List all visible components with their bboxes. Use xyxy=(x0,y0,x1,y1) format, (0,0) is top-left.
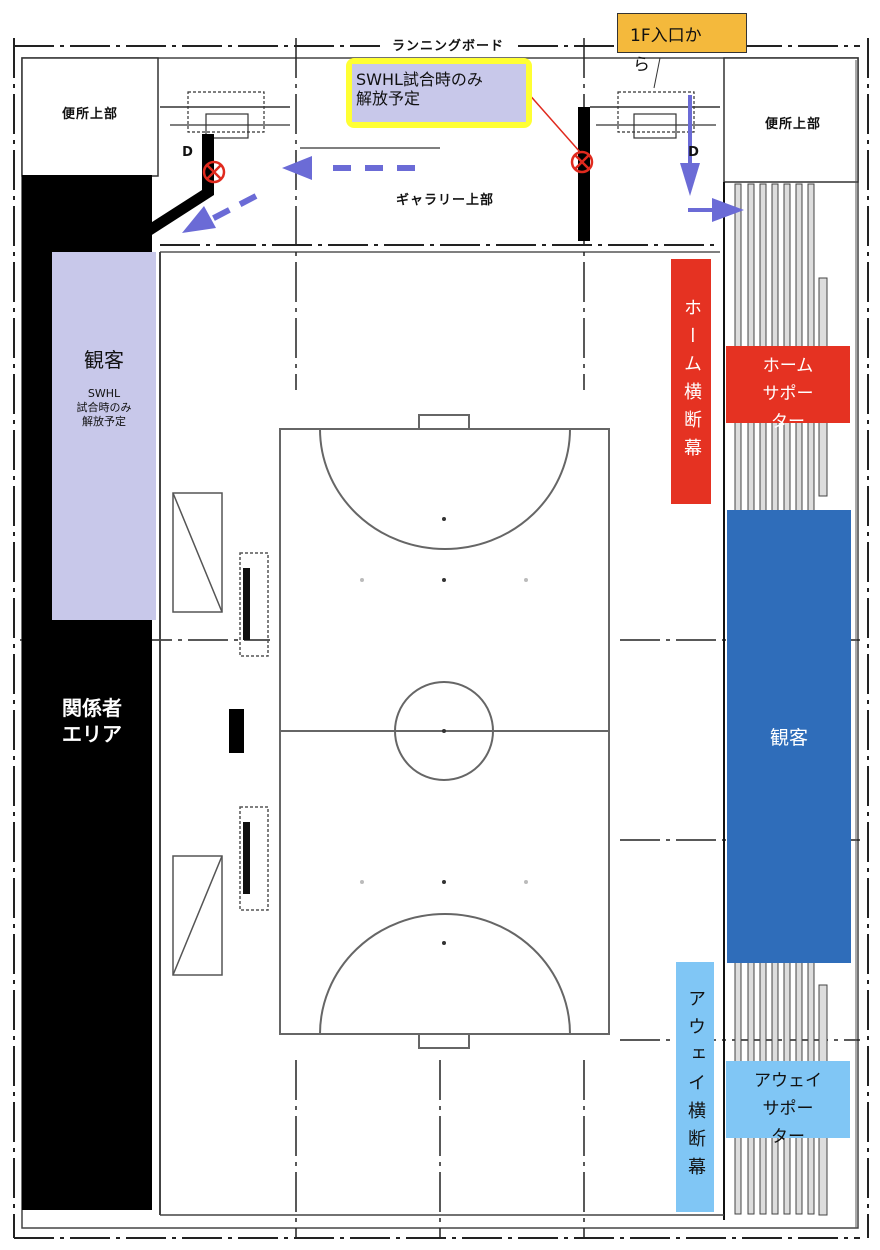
futsal-court xyxy=(279,414,610,1049)
closed-circle-x-icon xyxy=(570,150,594,174)
entrance-from-1f-overflow: ら xyxy=(633,55,650,75)
swhl-only-callout: SWHL試合時のみ 解放予定 xyxy=(346,58,532,128)
callout-pointer xyxy=(526,91,581,153)
toilet-left-room xyxy=(21,57,159,177)
table-block xyxy=(229,709,244,753)
door-right-label: D xyxy=(688,144,700,160)
away-supporters-zone: アウェイ サポー ター xyxy=(726,1061,850,1147)
left-spectators-label: 観客 xyxy=(84,348,124,372)
closed-circle-x-icon xyxy=(202,160,226,184)
toilet-right-room xyxy=(723,57,859,183)
toilet-upper-left-label: 便所上部 xyxy=(61,106,118,122)
entrance-from-1f-callout: 1F入口か xyxy=(617,13,747,53)
away-banner-zone: アウェイ横断幕 xyxy=(676,962,714,1212)
flow-arrows xyxy=(182,95,744,233)
staff-area-label: 関係者 エリア xyxy=(62,696,122,746)
barrier-right xyxy=(578,107,590,241)
home-banner-zone: ホーム横断幕 xyxy=(671,259,711,504)
home-supporters-zone: ホーム サポー ター xyxy=(726,346,850,432)
running-board-label: ランニングボード xyxy=(380,34,516,54)
swhl-only-callout-text: SWHL試合時のみ 解放予定 xyxy=(352,64,526,122)
gallery-upper-label: ギャラリー上部 xyxy=(395,192,494,208)
toilet-upper-right-label: 便所上部 xyxy=(764,116,821,132)
door-left-label: D xyxy=(182,144,194,160)
left-spectators-zone: 観客 SWHL 試合時のみ 解放予定 xyxy=(52,252,156,620)
left-spectators-note: SWHL 試合時のみ 解放予定 xyxy=(76,387,132,428)
bench-left-2 xyxy=(243,822,250,894)
bench-left-1 xyxy=(243,568,250,640)
right-spectators-zone: 観客 xyxy=(727,510,851,963)
